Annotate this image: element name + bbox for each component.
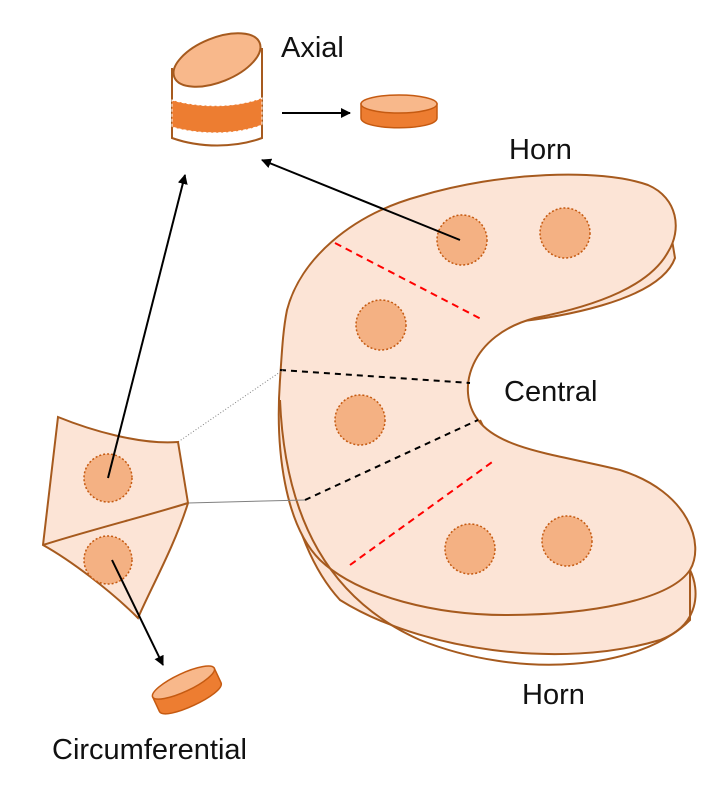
horn-boundary-top	[334, 242, 484, 321]
circ-disc-top	[151, 665, 216, 700]
label-horn-top: Horn	[509, 134, 572, 166]
meniscus-bottom-edge	[279, 399, 691, 666]
plug-horn-top-1	[436, 214, 488, 266]
axial-disc	[360, 94, 438, 129]
plug-horn-bottom-1	[444, 523, 496, 575]
connector-bottom	[187, 499, 306, 504]
axial-disc-top	[360, 94, 438, 114]
label-horn-bottom: Horn	[522, 679, 585, 711]
wedge-outline	[41, 415, 190, 620]
plug-horn-bottom-2	[541, 515, 593, 567]
wedge-split	[42, 502, 189, 546]
horn-boundary-bottom	[349, 459, 496, 566]
wedge-plug-bottom	[83, 535, 133, 585]
label-central: Central	[504, 376, 598, 408]
meniscus	[277, 173, 697, 666]
arrow-wedge-to-cylinder	[107, 174, 188, 479]
plug-horn-top-2	[539, 207, 591, 259]
sample-plugs	[334, 207, 593, 575]
connector-top	[177, 369, 284, 443]
cylinder-band	[171, 97, 263, 134]
label-axial: Axial	[281, 32, 344, 64]
central-boundary-top	[279, 369, 471, 384]
plug-central	[334, 394, 386, 446]
central-boundary-bottom	[304, 419, 479, 501]
arrow-meniscus-to-cylinder	[261, 158, 461, 241]
arrow-wedge-to-circ-disc	[111, 559, 164, 666]
axial-cylinder	[171, 32, 263, 147]
meniscus-top-surface	[277, 173, 697, 617]
cylinder-top	[172, 32, 262, 88]
plug-upper-1	[355, 299, 407, 351]
label-circumferential: Circumferential	[52, 734, 247, 766]
circumferential-disc	[151, 665, 222, 715]
